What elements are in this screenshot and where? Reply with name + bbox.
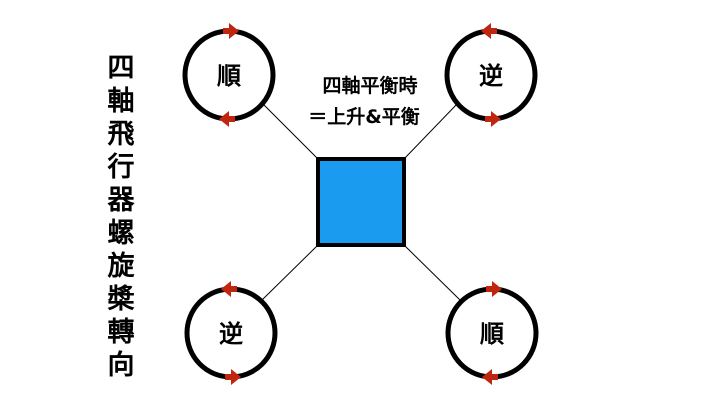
arm-top-left <box>261 102 319 160</box>
bottom-rotation-arrow-icon <box>482 369 498 385</box>
bottom-rotation-arrow-icon <box>219 111 235 127</box>
caption-line2: ＝上升&平衡 <box>308 105 420 128</box>
rotor-top-right: 逆 <box>444 23 538 127</box>
arm-bottom-left <box>261 244 319 301</box>
title-char: 向 <box>107 350 135 381</box>
bottom-rotation-arrow-icon <box>225 369 241 385</box>
arm-bottom-right <box>403 244 461 301</box>
bottom-rotation-arrow-icon <box>485 111 501 127</box>
rotor-bottom-right: 順 <box>445 281 539 385</box>
diagram-title: 四軸飛行器螺旋槳轉向 <box>104 52 138 382</box>
title-char: 軸 <box>107 86 135 117</box>
title-char: 螺 <box>107 218 135 249</box>
rotor-label: 逆 <box>479 62 503 90</box>
drone-body <box>316 157 406 247</box>
rotor-label: 順 <box>217 62 242 90</box>
rotor-label: 逆 <box>219 320 243 348</box>
rotor-top-left: 順 <box>182 23 276 127</box>
title-char: 器 <box>107 185 135 216</box>
top-rotation-arrow-icon <box>481 23 497 39</box>
top-rotation-arrow-icon <box>221 281 237 297</box>
top-rotation-arrow-icon <box>486 281 502 297</box>
title-char: 旋 <box>107 251 135 282</box>
title-char: 四 <box>107 53 135 84</box>
title-char: 轉 <box>107 317 135 348</box>
caption-line1: 四軸平衡時 <box>322 74 417 97</box>
title-char: 飛 <box>107 119 135 150</box>
title-char: 行 <box>107 152 135 183</box>
rotor-label: 順 <box>480 320 505 348</box>
top-rotation-arrow-icon <box>223 23 239 39</box>
arm-top-right <box>403 102 459 160</box>
title-char: 槳 <box>107 284 135 315</box>
rotor-bottom-left: 逆 <box>184 281 278 385</box>
